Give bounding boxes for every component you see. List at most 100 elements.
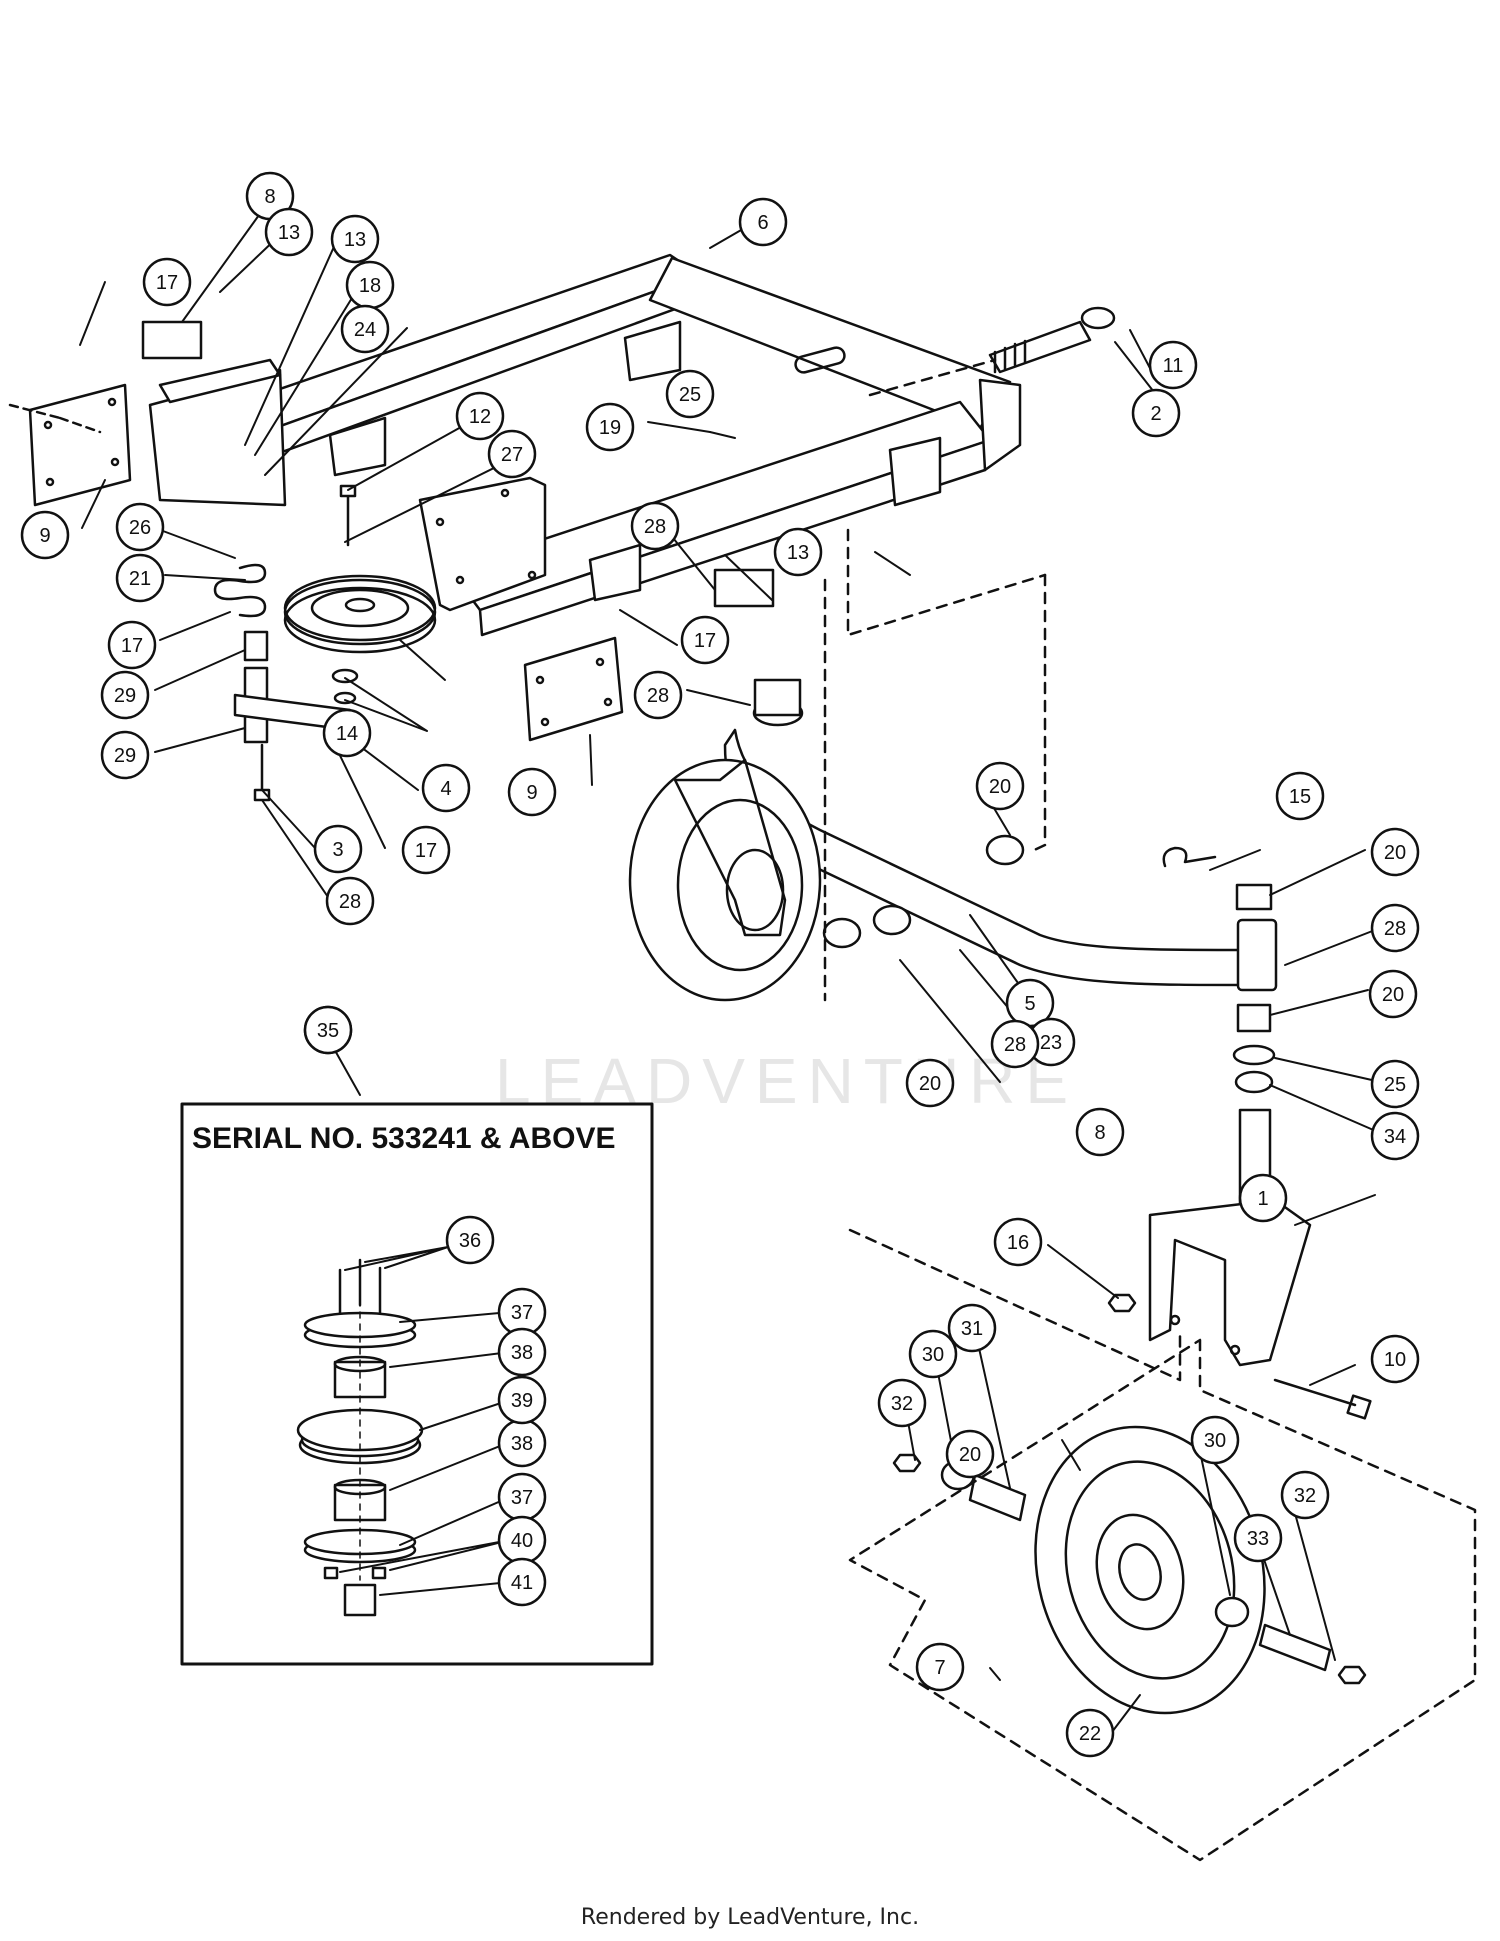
callout-32: 32 [877,1378,927,1428]
callout-circle [107,620,157,670]
callout-circle [633,670,683,720]
callout-number: 23 [1040,1032,1062,1054]
callout-number: 29 [114,685,136,707]
callout-33: 33 [1233,1513,1283,1563]
callout-number: 14 [336,723,358,745]
callout-number: 20 [1382,984,1404,1006]
callout-number: 28 [1004,1034,1026,1056]
callout-number: 30 [1204,1430,1226,1452]
callout-number: 5 [1024,993,1035,1015]
callout-30: 30 [908,1329,958,1379]
callout-27: 27 [487,429,537,479]
callout-circle [1131,388,1181,438]
callout-17: 17 [142,257,192,307]
callout-circle [947,1303,997,1353]
callout-20: 20 [905,1058,955,1108]
callout-number: 36 [459,1230,481,1252]
callout-number: 32 [1294,1485,1316,1507]
callout-37: 37 [497,1472,547,1522]
callout-circle [665,369,715,419]
callout-circle [445,1215,495,1265]
callout-circle [487,429,537,479]
callout-circle [1370,903,1420,953]
callout-number: 27 [501,444,523,466]
callout-number: 40 [511,1530,533,1552]
callout-number: 24 [354,319,376,341]
callout-circle [1148,340,1198,390]
callout-number: 28 [647,685,669,707]
callout-circle [1370,827,1420,877]
callout-number: 28 [644,516,666,538]
callout-11: 11 [1148,340,1198,390]
callout-circle [507,767,557,817]
callout-number: 34 [1384,1126,1406,1148]
callout-number: 8 [264,186,275,208]
callout-8: 8 [1075,1107,1125,1157]
callout-number: 37 [511,1302,533,1324]
callout-circle [1238,1173,1288,1223]
callout-circle [1233,1513,1283,1563]
callout-14: 14 [322,708,372,758]
callout-circle [497,1375,547,1425]
callout-number: 13 [344,229,366,251]
callout-number: 7 [934,1657,945,1679]
callout-circle [264,207,314,257]
callout-circle [115,502,165,552]
callout-25: 25 [665,369,715,419]
callout-32: 32 [1280,1470,1330,1520]
callout-23: 23 [1026,1017,1076,1067]
callout-number: 18 [359,275,381,297]
callout-29: 29 [100,730,150,780]
callout-circle [945,1429,995,1479]
callout-number: 17 [415,840,437,862]
callout-28: 28 [325,876,375,926]
callout-1: 1 [1238,1173,1288,1223]
callout-28: 28 [990,1019,1040,1069]
callout-22: 22 [1065,1708,1115,1758]
callout-circle [142,257,192,307]
callout-circle [313,824,363,874]
callout-circle [1275,771,1325,821]
callout-circle [340,304,390,354]
plate-left [8,383,132,507]
callout-number: 10 [1384,1349,1406,1371]
callout-number: 16 [1007,1232,1029,1254]
callout-circle [325,876,375,926]
callout-circle [330,214,380,264]
idler-assembly [213,484,437,802]
callout-number: 20 [959,1444,981,1466]
callout-number: 26 [129,517,151,539]
callout-4: 4 [421,763,471,813]
callout-number: 17 [694,630,716,652]
callout-number: 13 [787,542,809,564]
callout-20: 20 [945,1429,995,1479]
callout-30: 30 [1190,1415,1240,1465]
callout-38: 38 [497,1327,547,1377]
callout-circle [100,670,150,720]
callout-34: 34 [1370,1111,1420,1161]
callout-number: 8 [1094,1122,1105,1144]
callout-number: 33 [1247,1528,1269,1550]
callout-number: 11 [1163,355,1184,377]
callout-35: 35 [303,1005,353,1055]
callout-25: 25 [1370,1059,1420,1109]
callout-number: 6 [757,212,768,234]
callout-circle [630,501,680,551]
callout-13: 13 [264,207,314,257]
callout-28: 28 [630,501,680,551]
front-wheel [848,1228,1477,1862]
callout-circle [497,1557,547,1607]
callout-circle [975,761,1025,811]
callout-number: 22 [1079,1723,1101,1745]
spindle-shaft [868,306,1116,397]
callout-19: 19 [585,402,635,452]
callout-number: 17 [121,635,143,657]
callout-circle [421,763,471,813]
callout-number: 1 [1257,1188,1268,1210]
callout-circle [585,402,635,452]
callout-10: 10 [1370,1334,1420,1384]
callout-number: 35 [317,1020,339,1042]
callout-29: 29 [100,670,150,720]
callout-circle [1370,1059,1420,1109]
callout-26: 26 [115,502,165,552]
